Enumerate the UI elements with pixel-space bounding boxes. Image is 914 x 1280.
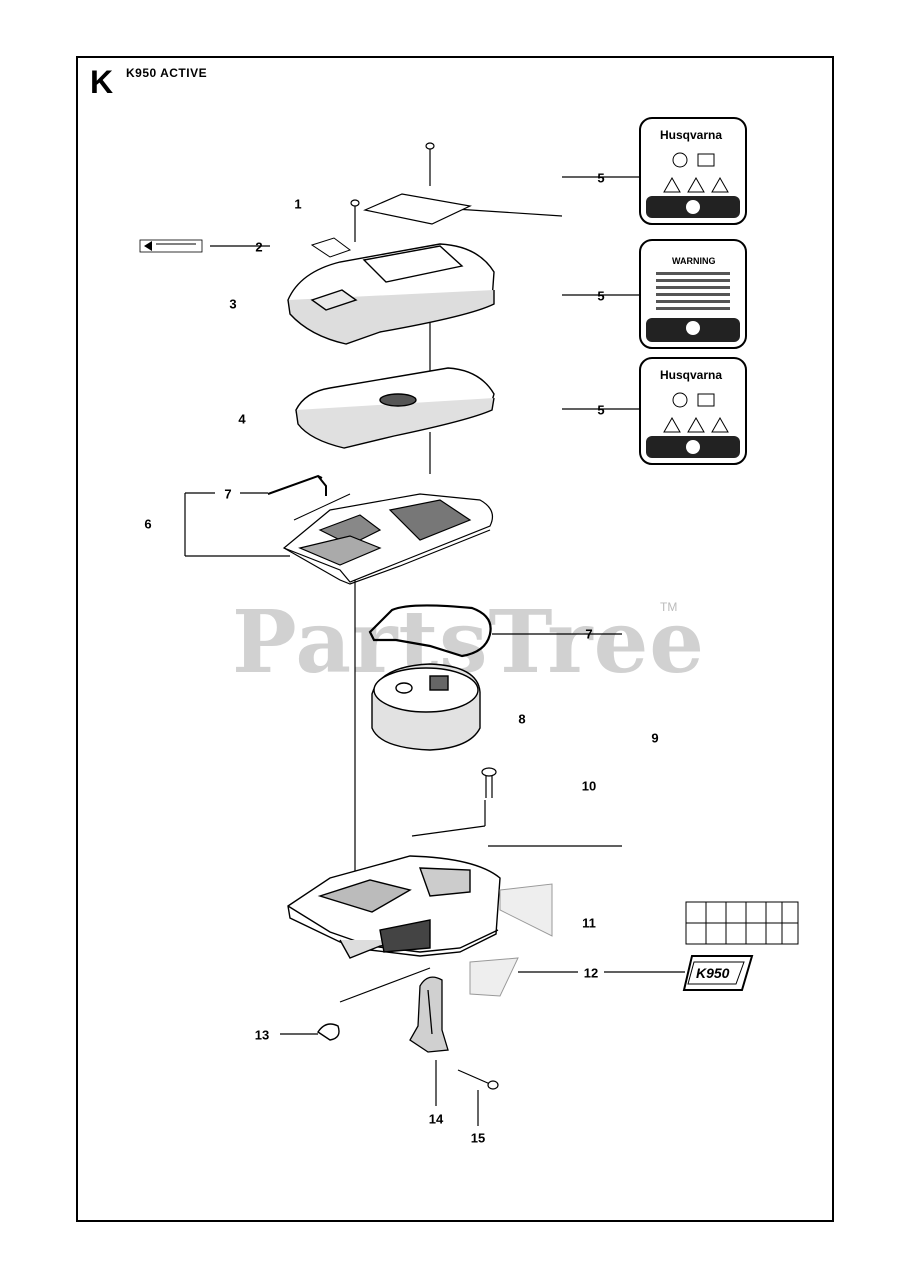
gasket: [368, 604, 492, 658]
label-11: [499, 883, 553, 937]
callout-5b: 5: [597, 288, 605, 304]
decal-12-badge: K950: [696, 965, 730, 981]
screw-top: [350, 142, 435, 242]
filter-holder: [282, 493, 493, 585]
decal-5a-brand: Husqvarna: [660, 128, 723, 142]
diagram-frame: [76, 56, 834, 1222]
screw-15: [457, 1069, 499, 1090]
callout-5a: 5: [597, 170, 605, 186]
callout-8: 8: [518, 711, 526, 727]
filter-sheet: [363, 193, 472, 225]
decal-5a: [639, 117, 747, 225]
model-name: K950 ACTIVE: [126, 66, 208, 80]
callout-15: 15: [470, 1130, 486, 1146]
callout-4: 4: [238, 411, 246, 427]
callout-7a: 7: [224, 486, 232, 502]
decal-5c-brand: Husqvarna: [660, 368, 723, 382]
callout-5c: 5: [597, 402, 605, 418]
callout-11: 11: [582, 915, 596, 931]
clip-13: [317, 1023, 340, 1041]
callout-7b: 7: [585, 626, 593, 642]
callout-6: 6: [144, 516, 152, 532]
screw-10: [481, 767, 497, 798]
callout-3: 3: [229, 296, 237, 312]
hex-key: [267, 474, 327, 496]
air-filter-cover: [287, 243, 495, 345]
filter-base: [287, 855, 501, 959]
section-letter: K: [90, 64, 114, 100]
callout-13: 13: [254, 1027, 270, 1043]
decal-5b: [639, 239, 747, 349]
decal-12: [682, 955, 754, 991]
callout-14: 14: [428, 1111, 444, 1127]
label-12: [469, 957, 519, 997]
air-filter-element: [371, 663, 481, 751]
callout-10: 10: [581, 778, 597, 794]
callout-12: 12: [583, 965, 599, 981]
intake-tube: [409, 976, 449, 1053]
watermark-tm: TM: [660, 600, 678, 614]
decal-5b-warning: WARNING: [672, 256, 716, 266]
decal-5c: [639, 357, 747, 465]
arrow-decal: [139, 239, 203, 253]
callout-9: 9: [651, 730, 659, 746]
filter-plate: [295, 367, 495, 449]
decal-11: [685, 901, 799, 945]
callout-1: 1: [294, 196, 302, 212]
callout-2: 2: [255, 239, 263, 255]
